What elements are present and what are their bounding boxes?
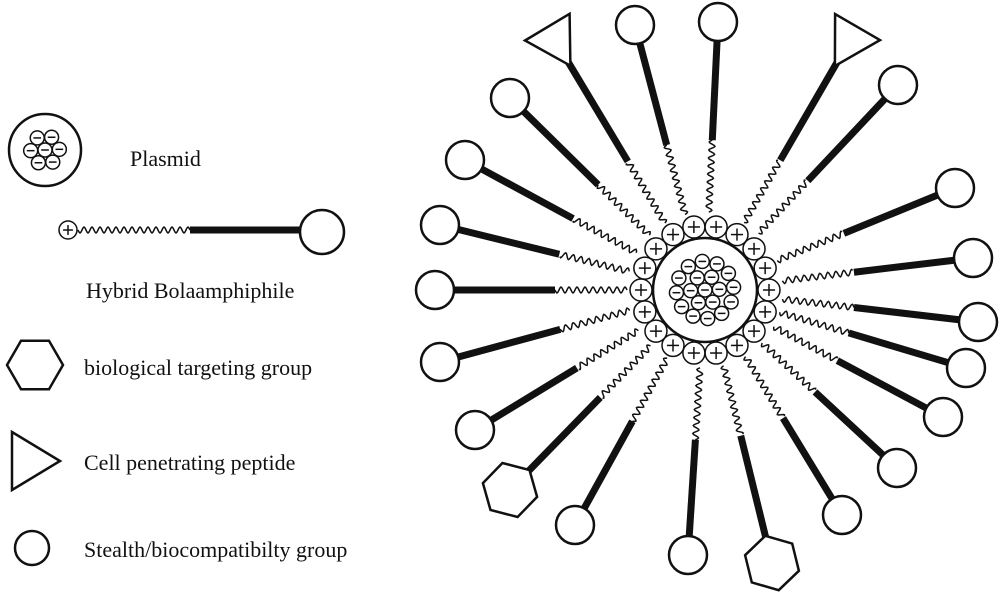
lipid-13-rigid-chain [685, 439, 699, 537]
lipid-6-head-circle-icon [952, 237, 994, 279]
lipid-3-head-triangle-icon [833, 11, 883, 69]
lipid-16-head-circle-icon [454, 409, 496, 451]
lipid-6-rigid-chain [853, 256, 955, 276]
lipid-4-wavy-chain [758, 179, 807, 235]
lipid-9-head-circle-icon [922, 396, 964, 438]
lipid-12-rigid-chain [737, 434, 771, 546]
lipid-20-rigid-chain [480, 165, 575, 222]
lipid-5-rigid-chain [842, 191, 939, 237]
lipid-7-rigid-chain [853, 303, 960, 324]
lipid-18-head-circle-icon [414, 269, 456, 311]
legend-targeting-label: biological targeting group [84, 355, 313, 380]
lipid-3-rigid-chain [777, 54, 844, 163]
lipid-16-rigid-chain [489, 365, 579, 424]
lipid-4-head-circle-icon [877, 64, 919, 106]
lipid-17-wavy-chain [559, 307, 631, 333]
legend-targeting-hexagon-icon [5, 339, 65, 391]
lipid-2-rigid-chain [708, 40, 721, 141]
lipid-4-rigid-chain [805, 96, 888, 184]
legend-peptide-label: Cell penetrating peptide [84, 450, 296, 475]
lipid-0-wavy-chain [625, 163, 668, 224]
lipid-9-rigid-chain [835, 357, 928, 412]
lipid-10-rigid-chain [812, 389, 886, 458]
lipid-20-wavy-chain [572, 217, 638, 254]
legend-plasmid-label: Plasmid [130, 146, 201, 171]
lipid-16-wavy-chain [578, 328, 639, 371]
lipid-21-wavy-chain [596, 184, 651, 236]
legend-stealth-label: Stealth/biocompatibilty group [84, 537, 348, 562]
lipid-0-head-triangle-icon [522, 11, 572, 68]
lipid-15-head-hexagon-icon [481, 461, 539, 519]
lipid-5-wavy-chain [776, 230, 843, 264]
lipid-20-head-circle-icon [444, 139, 486, 181]
lipid-2-head-circle-icon [697, 1, 739, 43]
legend-bola-head-circle-icon [298, 208, 346, 256]
lipid-8-wavy-chain [778, 310, 850, 336]
lipid-17-rigid-chain [457, 325, 562, 361]
lipid-1-wavy-chain [663, 144, 689, 216]
lipid-14-wavy-chain [631, 357, 668, 423]
lipid-11-head-circle-icon [821, 494, 863, 536]
lipid-19-wavy-chain [559, 251, 630, 274]
lipid-2-wavy-chain [705, 139, 717, 213]
lipid-18-wavy-chain [554, 285, 628, 295]
lipid-21-rigid-chain [521, 108, 601, 188]
lipid-14-rigid-chain [581, 419, 636, 511]
lipid-13-head-circle-icon [667, 534, 709, 576]
lipid-7-wavy-chain [781, 295, 855, 311]
lipid-6-wavy-chain [781, 268, 854, 285]
legend-peptide-triangle-icon [10, 429, 63, 493]
lipid-17-head-circle-icon [419, 341, 461, 383]
lipid-1-rigid-chain [636, 42, 671, 146]
lipid-9-wavy-chain [772, 326, 839, 362]
lipid-12-head-hexagon-icon [743, 534, 801, 592]
lipid-15-wavy-chain [601, 344, 651, 399]
lipid-8-rigid-chain [847, 329, 949, 366]
lipid-19-head-circle-icon [419, 204, 461, 246]
lipid-21-head-circle-icon [489, 77, 531, 119]
lipid-10-head-circle-icon [876, 447, 918, 489]
lipid-12-wavy-chain [720, 365, 745, 435]
lipid-10-wavy-chain [760, 342, 817, 391]
lipid-0-rigid-chain [561, 54, 631, 164]
lipid-11-rigid-chain [780, 416, 836, 501]
lipid-3-wavy-chain [743, 159, 781, 224]
legend-bolaamphiphile-label: Hybrid Bolaamphiphile [86, 278, 295, 303]
lipid-19-rigid-chain [457, 226, 561, 258]
lipid-7-head-circle-icon [957, 301, 999, 343]
legend-bola-wavy-chain [77, 225, 191, 235]
lipid-1-head-circle-icon [614, 4, 656, 46]
legend-stealth-circle-icon [13, 529, 51, 567]
lipid-5-head-circle-icon [934, 167, 976, 209]
lipid-15-rigid-chain [520, 394, 603, 479]
lipid-13-wavy-chain [691, 367, 704, 441]
lipid-8-head-circle-icon [945, 347, 987, 389]
lipid-11-wavy-chain [743, 356, 786, 417]
lipid-14-head-circle-icon [554, 504, 596, 546]
